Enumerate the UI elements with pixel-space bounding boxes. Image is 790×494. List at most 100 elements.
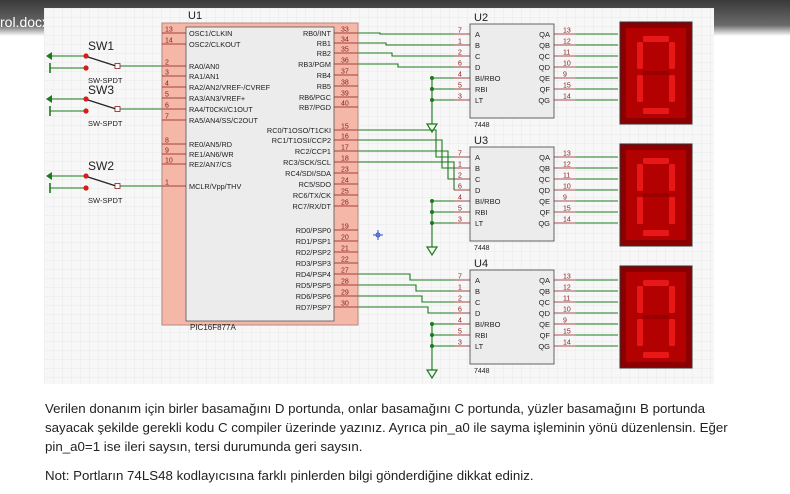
decoder-pin-name: QC (539, 298, 551, 307)
decoder-pin-name: C (475, 175, 481, 184)
pic-pin-number: 17 (341, 145, 349, 152)
decoder-pin-number: 10 (563, 307, 571, 314)
decoder-ref-label: U2 (474, 12, 488, 24)
display-segment (637, 319, 643, 346)
decoder-part-label: 7448 (474, 245, 490, 252)
wire (358, 32, 454, 35)
pic-pin-name: RE1/AN6/WR (189, 150, 234, 159)
wire (358, 129, 454, 158)
pic-pin-name: RC4/SDI/SDA (285, 169, 331, 178)
pic-pin-name: RA4/T0CKI/C1OUT (189, 105, 253, 114)
decoder-pin-number: 6 (458, 184, 462, 191)
switch-pole (114, 183, 121, 189)
terminal-arrow-icon (46, 52, 52, 60)
pic-pin-name: RA3/AN3/VREF+ (189, 94, 245, 103)
pic-pin-number: 18 (341, 156, 349, 163)
display-segment (643, 352, 669, 358)
decoder-pin-number: 13 (563, 274, 571, 281)
decoder-pin-number: 15 (563, 206, 571, 213)
decoder-body (469, 23, 555, 119)
display-segment (637, 164, 643, 191)
pic-pin-number: 19 (341, 224, 349, 231)
decoder-pin-name: QB (539, 41, 550, 50)
pic-pin-name: RC5/SDO (299, 180, 332, 189)
switch-lever (87, 176, 117, 187)
decoder-part-label: 7448 (474, 368, 490, 375)
pic-pin-number: 2 (165, 60, 169, 67)
decoder-pin-name: BI/RBO (475, 320, 501, 329)
decoder-pin-name: BI/RBO (475, 197, 501, 206)
pic-pin-number: 5 (165, 92, 169, 99)
pic-pin-number: 15 (341, 124, 349, 131)
decoder-pin-name: QA (539, 30, 550, 39)
display-segment (669, 197, 675, 224)
pic-pin-name: RA2/AN2/VREF-/CVREF (189, 83, 271, 92)
switch-contact (83, 185, 89, 191)
decoder-pin-number: 15 (563, 83, 571, 90)
decoder-pin-number: 7 (458, 151, 462, 158)
decoder-pin-name: RBI (475, 331, 488, 340)
pic-pin-name: RA0/AN0 (189, 62, 219, 71)
pic-pin-name: OSC1/CLKIN (189, 29, 232, 38)
pic-pin-name: RB4 (317, 71, 331, 80)
pic-pin-name: RC3/SCK/SCL (283, 158, 331, 167)
pic-pin-number: 16 (341, 134, 349, 141)
decoder-pin-name: B (475, 164, 480, 173)
ground-icon (425, 123, 439, 134)
pic-pin-name: RB6/PGC (299, 93, 331, 102)
decoder-pin-name: QD (539, 63, 551, 72)
seven-segment-display (619, 143, 693, 247)
display-segment-off (643, 193, 669, 197)
decoder-pin-name: D (475, 186, 481, 195)
wire (358, 42, 454, 46)
pic-pin-name: RB7/PGD (299, 103, 331, 112)
decoder-pin-number: 5 (458, 83, 462, 90)
pic-pin-name: RD4/PSP4 (296, 270, 331, 279)
wire (358, 150, 454, 180)
pic-pin-name: RB5 (317, 82, 331, 91)
wires (120, 32, 618, 370)
display-segment (669, 42, 675, 69)
pic-ref-label: U1 (188, 10, 202, 22)
ground-icon (425, 123, 439, 134)
switch-contact (83, 173, 89, 179)
decoder-pin-name: QC (539, 52, 551, 61)
pic-pin-name: RC6/TX/CK (293, 191, 331, 200)
pic-pin-name: RB1 (317, 39, 331, 48)
switch-ref-label: SW1 (88, 39, 114, 53)
decoder-pin-number: 7 (458, 274, 462, 281)
pic-pin-number: 24 (341, 178, 349, 185)
pic-pin-name: RD2/PSP2 (296, 248, 331, 257)
switch-lever (87, 56, 117, 67)
decoder-pin-number: 4 (458, 318, 462, 325)
decoder-pin-number: 9 (563, 318, 567, 325)
switch-type-label: SW-SPDT (88, 76, 123, 85)
display-segment (669, 319, 675, 346)
pic-pin-number: 27 (341, 268, 349, 275)
decoder-pin-name: QA (539, 153, 550, 162)
display-segment (643, 158, 669, 164)
decoder-body (469, 269, 555, 365)
decoder-pin-name: B (475, 287, 480, 296)
pic-pin-number: 10 (165, 158, 173, 165)
pic-pin-name: RB0/INT (303, 29, 332, 38)
pic-chip-inner (185, 26, 335, 322)
note-paragraph: Not: Portların 74LS48 kodlayıcısına fark… (45, 468, 534, 483)
document-title: rol.docx (0, 14, 50, 30)
display-segment (669, 286, 675, 313)
wire (358, 63, 454, 68)
decoder-pin-name: A (475, 153, 480, 162)
decoder-pin-number: 3 (458, 340, 462, 347)
pic-pin-name: RC7/RX/DT (292, 202, 331, 211)
decoder-pin-number: 1 (458, 39, 462, 46)
pic-right-pins: 33RB0/INT34RB135RB236RB3/PGM37RB438RB539… (267, 27, 358, 312)
